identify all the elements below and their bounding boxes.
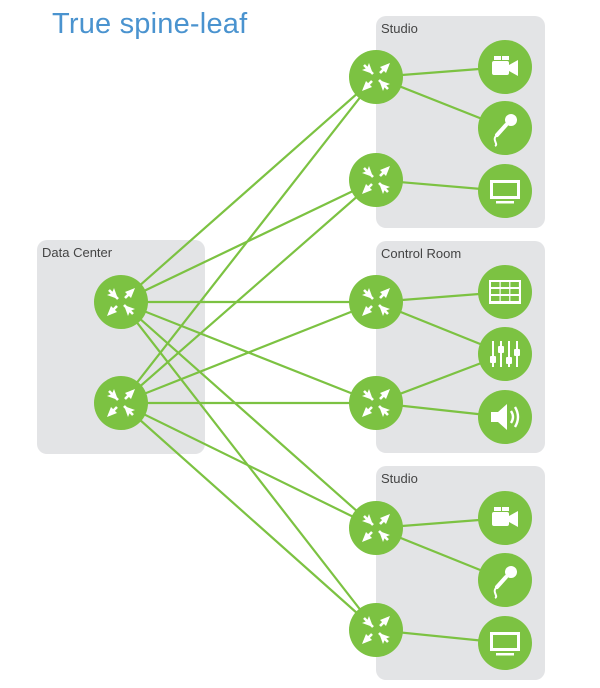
- group-panel: [37, 240, 205, 454]
- switch-leaf-6: [349, 603, 403, 657]
- link-spine-2-leaf-2: [120, 179, 377, 404]
- device-mic-2: [478, 553, 532, 607]
- node-circle: [94, 376, 148, 430]
- group-label: Data Center: [42, 245, 113, 260]
- node-circle: [349, 275, 403, 329]
- switch-leaf-4: [349, 376, 403, 430]
- switch-leaf-2: [349, 153, 403, 207]
- group-label: Studio: [381, 471, 418, 486]
- device-mic-1: [478, 101, 532, 155]
- group-label: Control Room: [381, 246, 461, 261]
- switch-spine-2: [94, 376, 148, 430]
- node-circle: [349, 376, 403, 430]
- node-circle: [94, 275, 148, 329]
- switch-spine-1: [94, 275, 148, 329]
- device-mixer: [478, 327, 532, 381]
- multiviewer-icon: [489, 280, 521, 304]
- link-spine-2-leaf-1: [120, 76, 377, 404]
- group-data-center: Data Center: [37, 240, 205, 454]
- link-spine-2-leaf-5: [120, 402, 377, 529]
- device-speaker: [478, 390, 532, 444]
- device-monitor-1: [478, 164, 532, 218]
- group-label: Studio: [381, 21, 418, 36]
- link-spine-2-leaf-3: [120, 300, 377, 405]
- node-circle: [349, 153, 403, 207]
- link-spine-2-leaf-6: [120, 402, 377, 631]
- device-monitor-2: [478, 616, 532, 670]
- node-circle: [478, 327, 532, 381]
- switch-leaf-1: [349, 50, 403, 104]
- device-camera-2: [478, 491, 532, 545]
- diagram-title: True spine-leaf: [52, 8, 248, 40]
- node-circle: [349, 50, 403, 104]
- link-spine-1-leaf-1: [120, 76, 377, 303]
- link-spine-1-leaf-5: [120, 301, 377, 529]
- device-multiviewer: [478, 265, 532, 319]
- device-camera-1: [478, 40, 532, 94]
- node-circle: [349, 501, 403, 555]
- switch-leaf-3: [349, 275, 403, 329]
- switch-leaf-5: [349, 501, 403, 555]
- node-circle: [349, 603, 403, 657]
